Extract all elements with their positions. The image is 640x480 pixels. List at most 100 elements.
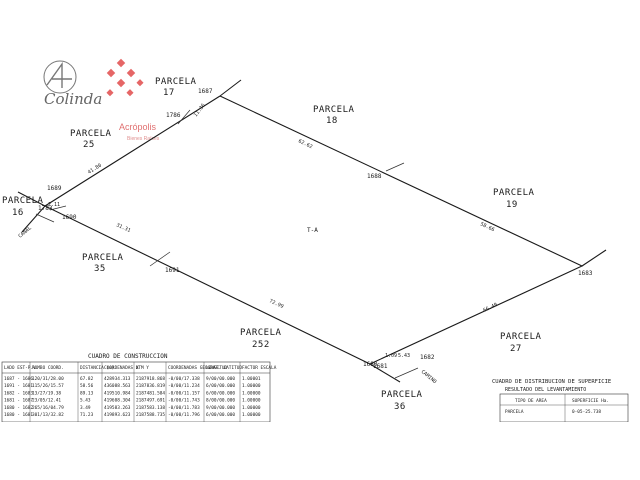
distribution-table: CUADRO DE DISTRIBUCION DE SUPERFICIE RES… bbox=[492, 379, 629, 423]
distribution-cell: 0-05-25.738 bbox=[572, 409, 601, 415]
construction-cell: 1687 - 1686 bbox=[4, 376, 33, 382]
construction-header: DISTANCIA (m) bbox=[80, 365, 114, 371]
construction-header: COORDENADAS UTM Y bbox=[104, 365, 149, 371]
distance-label: 5.43 bbox=[398, 353, 410, 359]
construction-cell: 2187583.138 bbox=[136, 405, 165, 411]
construction-cell: 436088.563 bbox=[104, 383, 131, 389]
distance-label: 1.09 bbox=[385, 353, 397, 359]
distance-label: 66.49 bbox=[482, 302, 498, 314]
construction-cell: 1.00000 bbox=[242, 390, 261, 396]
parcel-16-number: 16 bbox=[12, 208, 24, 218]
parcel-19-number: 19 bbox=[506, 200, 518, 210]
distribution-header: TIPO DE AREA bbox=[515, 398, 547, 404]
parcel-27-number: 27 bbox=[510, 344, 522, 354]
construction-cell: 115/26/15.57 bbox=[32, 383, 64, 389]
logo-tagline: Bienes Raíces bbox=[127, 136, 160, 142]
construction-cell: 71.23 bbox=[80, 412, 94, 418]
construction-cell: 58.56 bbox=[80, 383, 94, 389]
construction-cell: 9/00/00.000 bbox=[206, 376, 235, 382]
construction-cell: 419893.623 bbox=[104, 412, 131, 418]
construction-cell: 419510.984 bbox=[104, 390, 131, 396]
center-label: T-A bbox=[307, 227, 318, 234]
parcel-25-number: 25 bbox=[83, 140, 95, 150]
construction-cell: 2187918.868 bbox=[136, 376, 165, 382]
construction-cell: -0/00/11.796 bbox=[168, 412, 200, 418]
camino-label: CAMINO bbox=[420, 369, 438, 385]
distance-labels: 11.36 62.62 41.80 2.11 31.31 58.66 72.99… bbox=[48, 103, 498, 359]
construction-cell: 8/00/00.000 bbox=[206, 398, 235, 404]
vertex-label: 1680 bbox=[363, 361, 378, 368]
vertex-label: 1690 bbox=[62, 214, 77, 221]
logo-brand: Colinda bbox=[44, 90, 102, 108]
construction-cell: 2187497.691 bbox=[136, 398, 165, 404]
construction-cell: 2187481.584 bbox=[136, 390, 165, 396]
construction-header: X bbox=[136, 365, 139, 371]
construction-header: FACTOR ESCALA bbox=[242, 365, 277, 371]
distance-label: 58.66 bbox=[479, 221, 495, 233]
parcel-18-number: 18 bbox=[326, 116, 338, 126]
construction-cell: 1.00000 bbox=[242, 383, 261, 389]
boundary-lines bbox=[17, 79, 607, 383]
parcel-35-label: PARCELA bbox=[82, 253, 124, 263]
construction-cell: 2187588.735 bbox=[136, 412, 165, 418]
vertex-label: 1687 bbox=[198, 88, 213, 95]
vertex-labels: 1687 1786 1689 1783 1690 1691 1688 1683 … bbox=[38, 88, 593, 370]
vertex-label: 1683 bbox=[578, 270, 593, 277]
construction-cell: 5.43 bbox=[80, 398, 91, 404]
parcel-36-label: PARCELA bbox=[381, 390, 423, 400]
construction-cell: 3.49 bbox=[80, 405, 91, 411]
construction-cell: 1680 - 1681 bbox=[4, 412, 33, 418]
blank-footer bbox=[0, 422, 640, 480]
parcel-252-label: PARCELA bbox=[240, 328, 282, 338]
construction-cell: 1691 - 1681 bbox=[4, 383, 33, 389]
vertex-label: 1786 bbox=[166, 112, 181, 119]
construction-cell: -0/00/11.157 bbox=[168, 390, 200, 396]
construction-table-title: CUADRO DE CONSTRUCCION bbox=[88, 353, 168, 360]
construction-cell: 6/00/00.000 bbox=[206, 412, 235, 418]
construction-cell: 1.00000 bbox=[242, 412, 261, 418]
construction-cell: -0/00/11.234 bbox=[168, 383, 200, 389]
construction-cell: 6/00/00.000 bbox=[206, 383, 235, 389]
vertex-label: 1689 bbox=[47, 185, 62, 192]
construction-cell: 428934.313 bbox=[104, 376, 131, 382]
logo-subtitle: Acrópolis bbox=[119, 122, 157, 132]
construction-cell: 13/27/19.38 bbox=[32, 390, 61, 396]
construction-table: CUADRO DE CONSTRUCCION LADO EST-P.V.RUMB… bbox=[1, 353, 277, 423]
construction-cell: 419608.304 bbox=[104, 398, 131, 404]
construction-cell: 2187836.819 bbox=[136, 383, 165, 389]
construction-cell: 265/16/04.79 bbox=[32, 405, 64, 411]
company-logo: Colinda Acrópolis Bienes Raíces bbox=[43, 58, 160, 142]
parcel-16-label: PARCELA bbox=[2, 196, 44, 206]
parcel-35-number: 35 bbox=[94, 264, 106, 274]
construction-cell: 67.82 bbox=[80, 376, 94, 382]
construction-header: RUMBO COORD. bbox=[32, 365, 64, 371]
distance-label: 11.36 bbox=[193, 103, 207, 119]
parcel-252-number: 252 bbox=[252, 340, 270, 350]
parcel-18-label: PARCELA bbox=[313, 105, 355, 115]
construction-header: LADO EST-P.V. bbox=[4, 365, 38, 371]
distribution-table-title: CUADRO DE DISTRIBUCION DE SUPERFICIE bbox=[492, 379, 611, 385]
construction-cell: 1.00000 bbox=[242, 398, 261, 404]
construction-cell: 1682 - 1683 bbox=[4, 390, 33, 396]
construction-cell: 89.13 bbox=[80, 390, 94, 396]
construction-cell: 301/13/32.82 bbox=[32, 412, 64, 418]
parcel-labels: PARCELA 17 PARCELA 18 PARCELA 19 PARCELA… bbox=[2, 77, 542, 412]
construction-cell: 9/00/00.000 bbox=[206, 405, 235, 411]
parcel-36-number: 36 bbox=[394, 402, 406, 412]
vertex-label: 1691 bbox=[165, 267, 180, 274]
distance-label: 41.80 bbox=[87, 163, 103, 176]
parcel-19-label: PARCELA bbox=[493, 188, 535, 198]
parcel-27-label: PARCELA bbox=[500, 332, 542, 342]
construction-header: COORDENADAS GEOGRAF. LATITUD bbox=[168, 365, 242, 371]
construction-cell: -0/00/11.783 bbox=[168, 405, 200, 411]
vertex-label: 1681 bbox=[373, 363, 388, 370]
distance-label: 72.99 bbox=[268, 298, 284, 310]
distribution-cell: PARCELA bbox=[505, 409, 524, 415]
